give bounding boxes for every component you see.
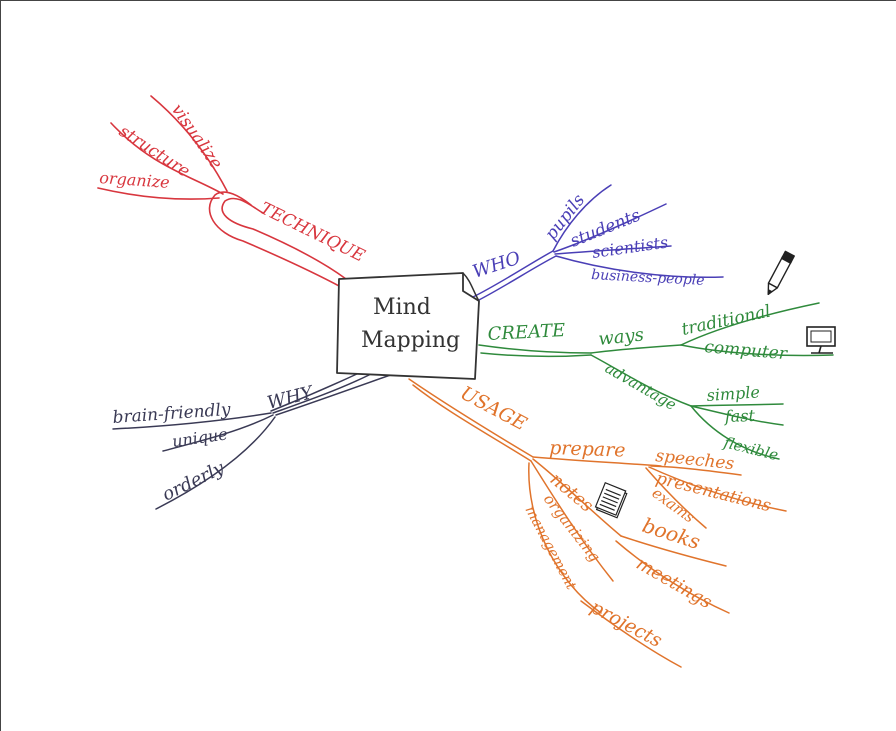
why-item-orderly: orderly bbox=[159, 457, 228, 505]
pen-icon bbox=[767, 250, 795, 296]
management-line bbox=[528, 462, 602, 614]
usage-main-line-lower bbox=[412, 384, 532, 462]
notes-item-books: books bbox=[639, 513, 703, 554]
advantage-item-simple: simple bbox=[706, 382, 761, 405]
ways-connector-traditional bbox=[680, 302, 820, 346]
who-connector-pupils bbox=[552, 184, 612, 252]
technique-main-line-lower bbox=[208, 191, 342, 288]
who-connector-scientists bbox=[554, 245, 672, 255]
advantage-line bbox=[590, 354, 692, 407]
who-main-line-lower bbox=[476, 255, 557, 302]
why-branch bbox=[112, 372, 397, 510]
technique-label: TECHNIQUE bbox=[257, 199, 369, 267]
who-label: WHO bbox=[470, 248, 523, 283]
technique-branch bbox=[97, 95, 347, 288]
who-main-line bbox=[472, 250, 554, 298]
technique-item-organize: organize bbox=[99, 168, 171, 192]
usage-main-line bbox=[408, 378, 534, 458]
why-connector-orderly bbox=[155, 416, 276, 510]
prepare-connector-presentations bbox=[648, 466, 787, 512]
computer-monitor-icon bbox=[806, 326, 836, 354]
technique-connector-organize bbox=[97, 187, 220, 200]
ways-item-traditional: traditional bbox=[680, 302, 773, 340]
technique-connector-structure bbox=[110, 122, 224, 195]
prepare-line bbox=[532, 456, 662, 467]
who-connector-business bbox=[555, 255, 724, 278]
notes-line bbox=[532, 458, 622, 537]
create-branch bbox=[478, 302, 834, 460]
why-main-line-3 bbox=[275, 372, 397, 416]
ways-item-computer: computer bbox=[704, 337, 789, 364]
advantage-connector-fast bbox=[690, 405, 784, 426]
why-main-line-2 bbox=[272, 374, 370, 414]
advantage-item-fast: fast bbox=[723, 406, 755, 426]
center-title-line1: Mind bbox=[373, 295, 431, 320]
why-item-unique: unique bbox=[171, 424, 229, 451]
why-item-brain-friendly: brain-friendly bbox=[112, 400, 232, 428]
advantage-label: advantage bbox=[602, 359, 680, 414]
ways-label: ways bbox=[597, 324, 644, 350]
create-label: CREATE bbox=[487, 320, 566, 345]
organizing-line bbox=[530, 460, 614, 582]
advantage-connector-flexible bbox=[690, 405, 780, 460]
who-item-business-people: business-people bbox=[591, 267, 705, 289]
technique-connector-visualize bbox=[150, 95, 228, 192]
prepare-connector-exams bbox=[645, 467, 707, 529]
why-main-line bbox=[270, 372, 360, 412]
notes-connector-books bbox=[620, 535, 727, 567]
who-branch bbox=[472, 184, 724, 302]
center-node: Mind Mapping bbox=[336, 272, 480, 380]
center-box bbox=[336, 272, 480, 380]
why-label: WHY bbox=[265, 382, 317, 414]
create-main-line bbox=[478, 344, 592, 354]
who-connector-students bbox=[553, 203, 667, 253]
notes-connector-meetings bbox=[615, 540, 730, 614]
notes-item-meetings: meetings bbox=[633, 553, 716, 613]
usage-branch bbox=[408, 378, 787, 668]
technique-main-line bbox=[221, 197, 347, 280]
why-connector-brain-friendly bbox=[112, 412, 272, 430]
center-box-fold bbox=[462, 272, 480, 302]
create-main-line-lower bbox=[480, 352, 592, 358]
prepare-label: prepare bbox=[549, 437, 626, 462]
usage-label: USAGE bbox=[457, 382, 531, 435]
notebook-icon bbox=[594, 481, 628, 519]
ways-connector-computer bbox=[680, 344, 834, 357]
ways-line bbox=[590, 344, 682, 354]
why-connector-unique bbox=[162, 414, 274, 452]
management-item-projects: projects bbox=[587, 596, 666, 652]
management-connector-projects bbox=[580, 600, 682, 668]
advantage-connector-simple bbox=[690, 403, 784, 407]
prepare-connector-speeches bbox=[650, 465, 742, 476]
center-title-line2: Mapping bbox=[361, 328, 460, 353]
